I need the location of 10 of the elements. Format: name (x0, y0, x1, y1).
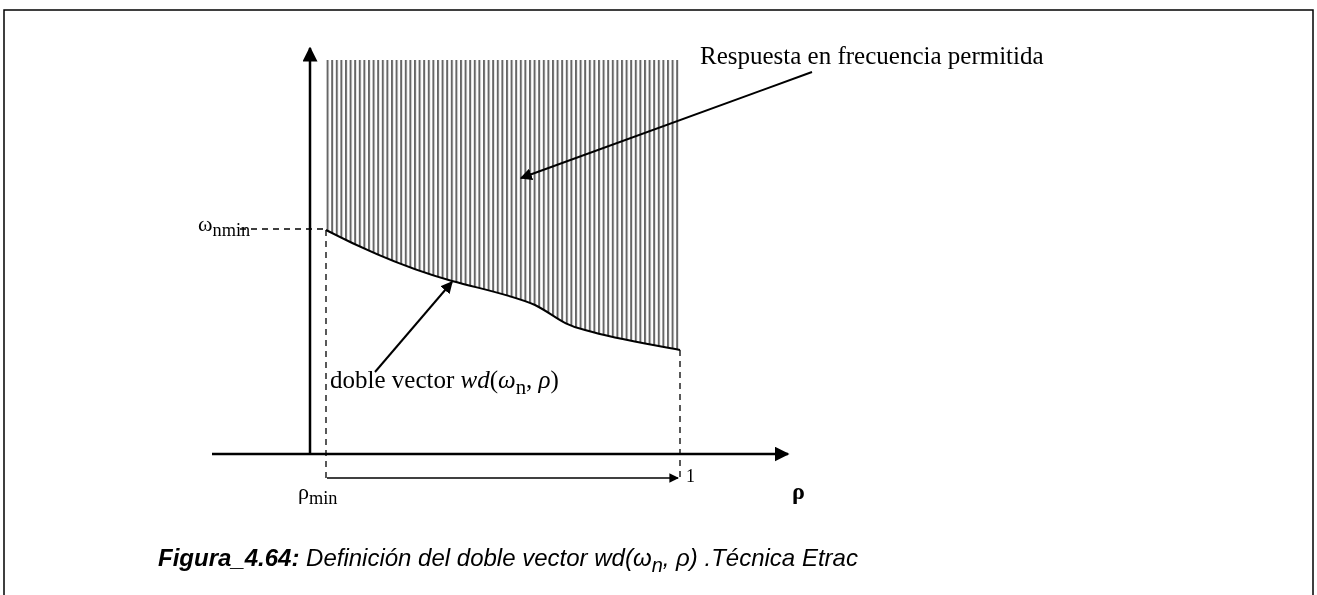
axis-label: ρ (792, 478, 805, 505)
leader-arrow (519, 71, 813, 180)
axis-value-label: ω$_{nmin}$ (198, 212, 251, 241)
axis-value-label: 1 (686, 467, 695, 487)
hatched-region (326, 60, 680, 350)
leader-arrow (374, 281, 453, 373)
axis-value-label: ρ$_{min}$ (298, 480, 338, 509)
figure-caption: Figura_4.64: Definición del doble vector wd(ω$_{n}$, ρ) .Técnica Etrac (158, 545, 858, 576)
annotation-text: Respuesta en frecuencia permitida (700, 42, 1044, 70)
annotation-text: doble vector wd(ω$_{n}$, ρ) (330, 366, 559, 399)
